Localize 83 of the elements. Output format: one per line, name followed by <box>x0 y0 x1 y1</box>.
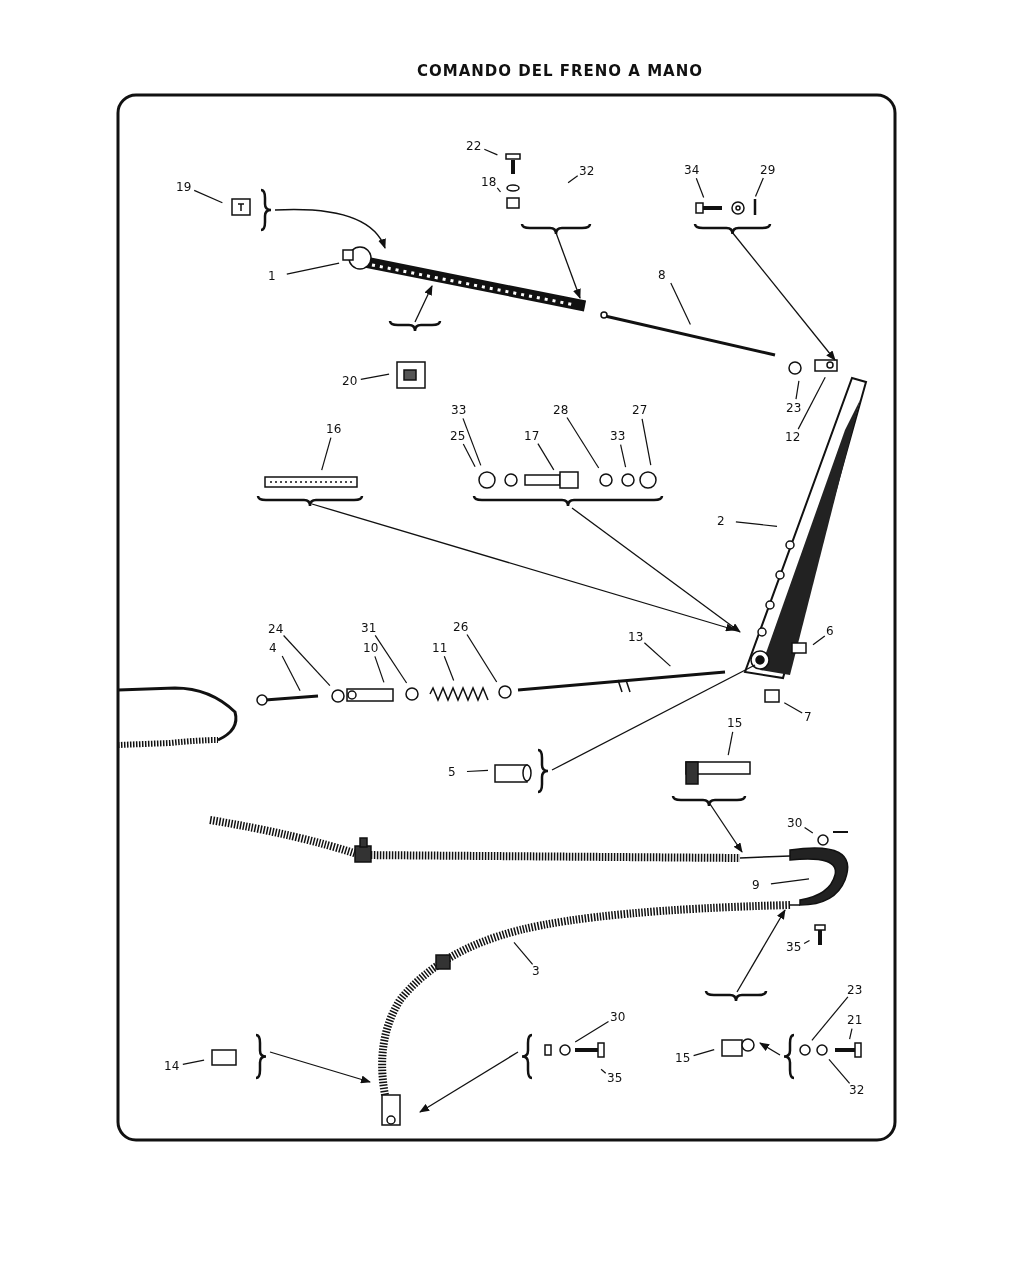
leader-line <box>182 1059 205 1065</box>
leader-line <box>360 373 390 380</box>
leader-line <box>566 416 600 469</box>
leader-line <box>443 655 455 682</box>
leader-line <box>374 655 385 683</box>
callout-number: 20 <box>342 374 358 388</box>
callout-number: 23 <box>847 983 863 997</box>
callout-number: 17 <box>524 429 540 443</box>
leader-line <box>537 443 555 471</box>
leader-line <box>693 1049 715 1057</box>
callout-number: 35 <box>786 940 802 954</box>
callout-number: 4 <box>269 641 277 655</box>
leader-line <box>727 731 734 756</box>
leader-line <box>483 148 498 156</box>
leader-line <box>803 939 811 945</box>
callout-number: 32 <box>579 164 595 178</box>
callout-number: 19 <box>176 180 192 194</box>
callout-number: 1 <box>268 269 276 283</box>
leader-line <box>643 642 671 667</box>
leader-line <box>286 262 340 275</box>
leader-line <box>770 878 810 885</box>
leader-line <box>620 444 627 468</box>
callout-number: 35 <box>607 1071 623 1085</box>
leader-line <box>812 635 826 646</box>
leader-line <box>735 521 778 527</box>
leader-line <box>754 177 764 198</box>
leader-line <box>321 437 332 471</box>
callout-number: 12 <box>785 430 801 444</box>
leader-line <box>462 417 482 466</box>
callout-number: 3 <box>532 964 540 978</box>
callout-number: 13 <box>628 630 644 644</box>
callout-number: 5 <box>448 765 456 779</box>
leader-line <box>797 376 826 430</box>
leader-line <box>193 189 223 204</box>
leader-line <box>574 1020 610 1043</box>
callout-number: 6 <box>826 624 834 638</box>
callout-number: 2 <box>717 514 725 528</box>
callout-number: 33 <box>451 403 467 417</box>
leader-line <box>670 282 691 326</box>
callout-number: 24 <box>268 622 284 636</box>
callout-number: 25 <box>450 429 466 443</box>
callout-number: 33 <box>610 429 626 443</box>
leader-line <box>466 633 498 683</box>
callout-number: 15 <box>727 716 743 730</box>
callout-number: 9 <box>752 878 760 892</box>
leader-line <box>695 177 705 199</box>
callout-number: 10 <box>363 641 379 655</box>
leader-line <box>281 655 301 692</box>
leader-line <box>496 187 502 193</box>
callout-number: 31 <box>361 621 377 635</box>
callout-number: 27 <box>632 403 648 417</box>
callout-number: 23 <box>786 401 802 415</box>
leader-line <box>374 634 408 684</box>
leader-line <box>513 941 534 965</box>
leader-line <box>462 443 476 468</box>
leader-line <box>811 996 849 1041</box>
leader-line <box>783 702 803 714</box>
callout-number: 15 <box>675 1051 691 1065</box>
callout-number: 8 <box>658 268 666 282</box>
leader-line <box>600 1068 607 1074</box>
leader-line <box>849 1028 853 1040</box>
callout-number: 14 <box>164 1059 180 1073</box>
leader-line <box>466 769 489 773</box>
callout-number: 30 <box>787 816 803 830</box>
leader-line <box>804 826 814 834</box>
callout-number: 7 <box>804 710 812 724</box>
callout-number: 26 <box>453 620 469 634</box>
callout-number: 28 <box>553 403 569 417</box>
leader-line <box>795 380 800 400</box>
leader-line <box>641 418 652 466</box>
callout-number: 21 <box>847 1013 863 1027</box>
callout-number: 34 <box>684 163 700 177</box>
callout-number: 32 <box>849 1083 865 1097</box>
leader-line <box>567 175 579 184</box>
callout-number: 29 <box>760 163 776 177</box>
callout-number: 11 <box>432 641 448 655</box>
callout-number: 22 <box>466 139 482 153</box>
title: COMANDO DEL FRENO A MANO <box>416 62 704 80</box>
callout-number: 16 <box>326 422 342 436</box>
leader-line <box>283 634 331 687</box>
leader-line <box>828 1058 851 1084</box>
callout-number: 18 <box>481 175 497 189</box>
callout-number: 30 <box>610 1010 626 1024</box>
